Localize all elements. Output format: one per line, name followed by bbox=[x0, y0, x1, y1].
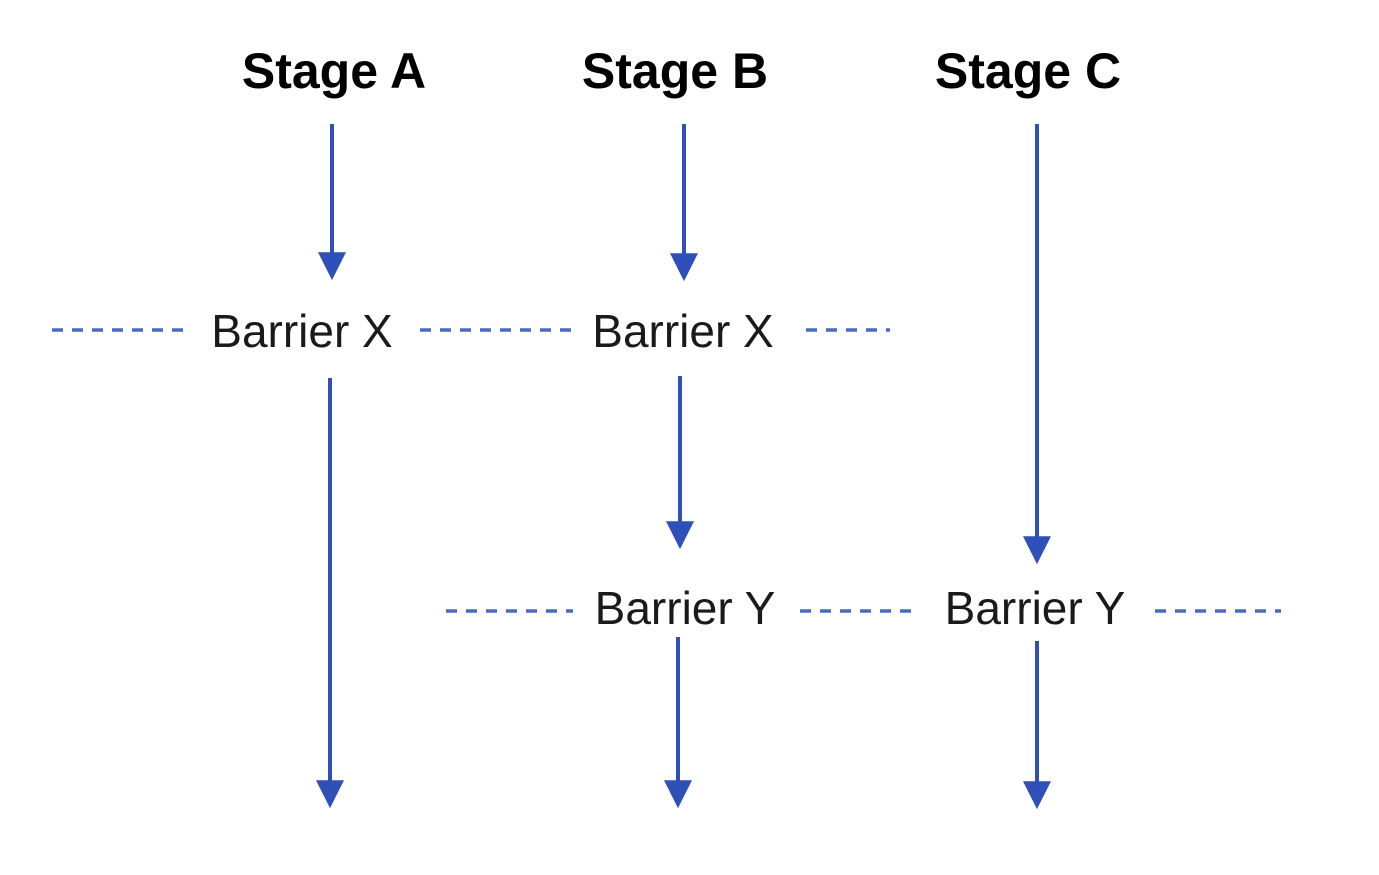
barrier-y-label-stage-b: Barrier Y bbox=[588, 585, 782, 631]
barrier-y-label-stage-c: Barrier Y bbox=[938, 585, 1132, 631]
stage-c-label: Stage C bbox=[934, 43, 1122, 99]
barrier-x-label-stage-a: Barrier X bbox=[205, 308, 399, 354]
stage-a-label: Stage A bbox=[241, 43, 427, 99]
barrier-x-label-stage-b: Barrier X bbox=[586, 308, 780, 354]
stage-b-label: Stage B bbox=[581, 43, 769, 99]
